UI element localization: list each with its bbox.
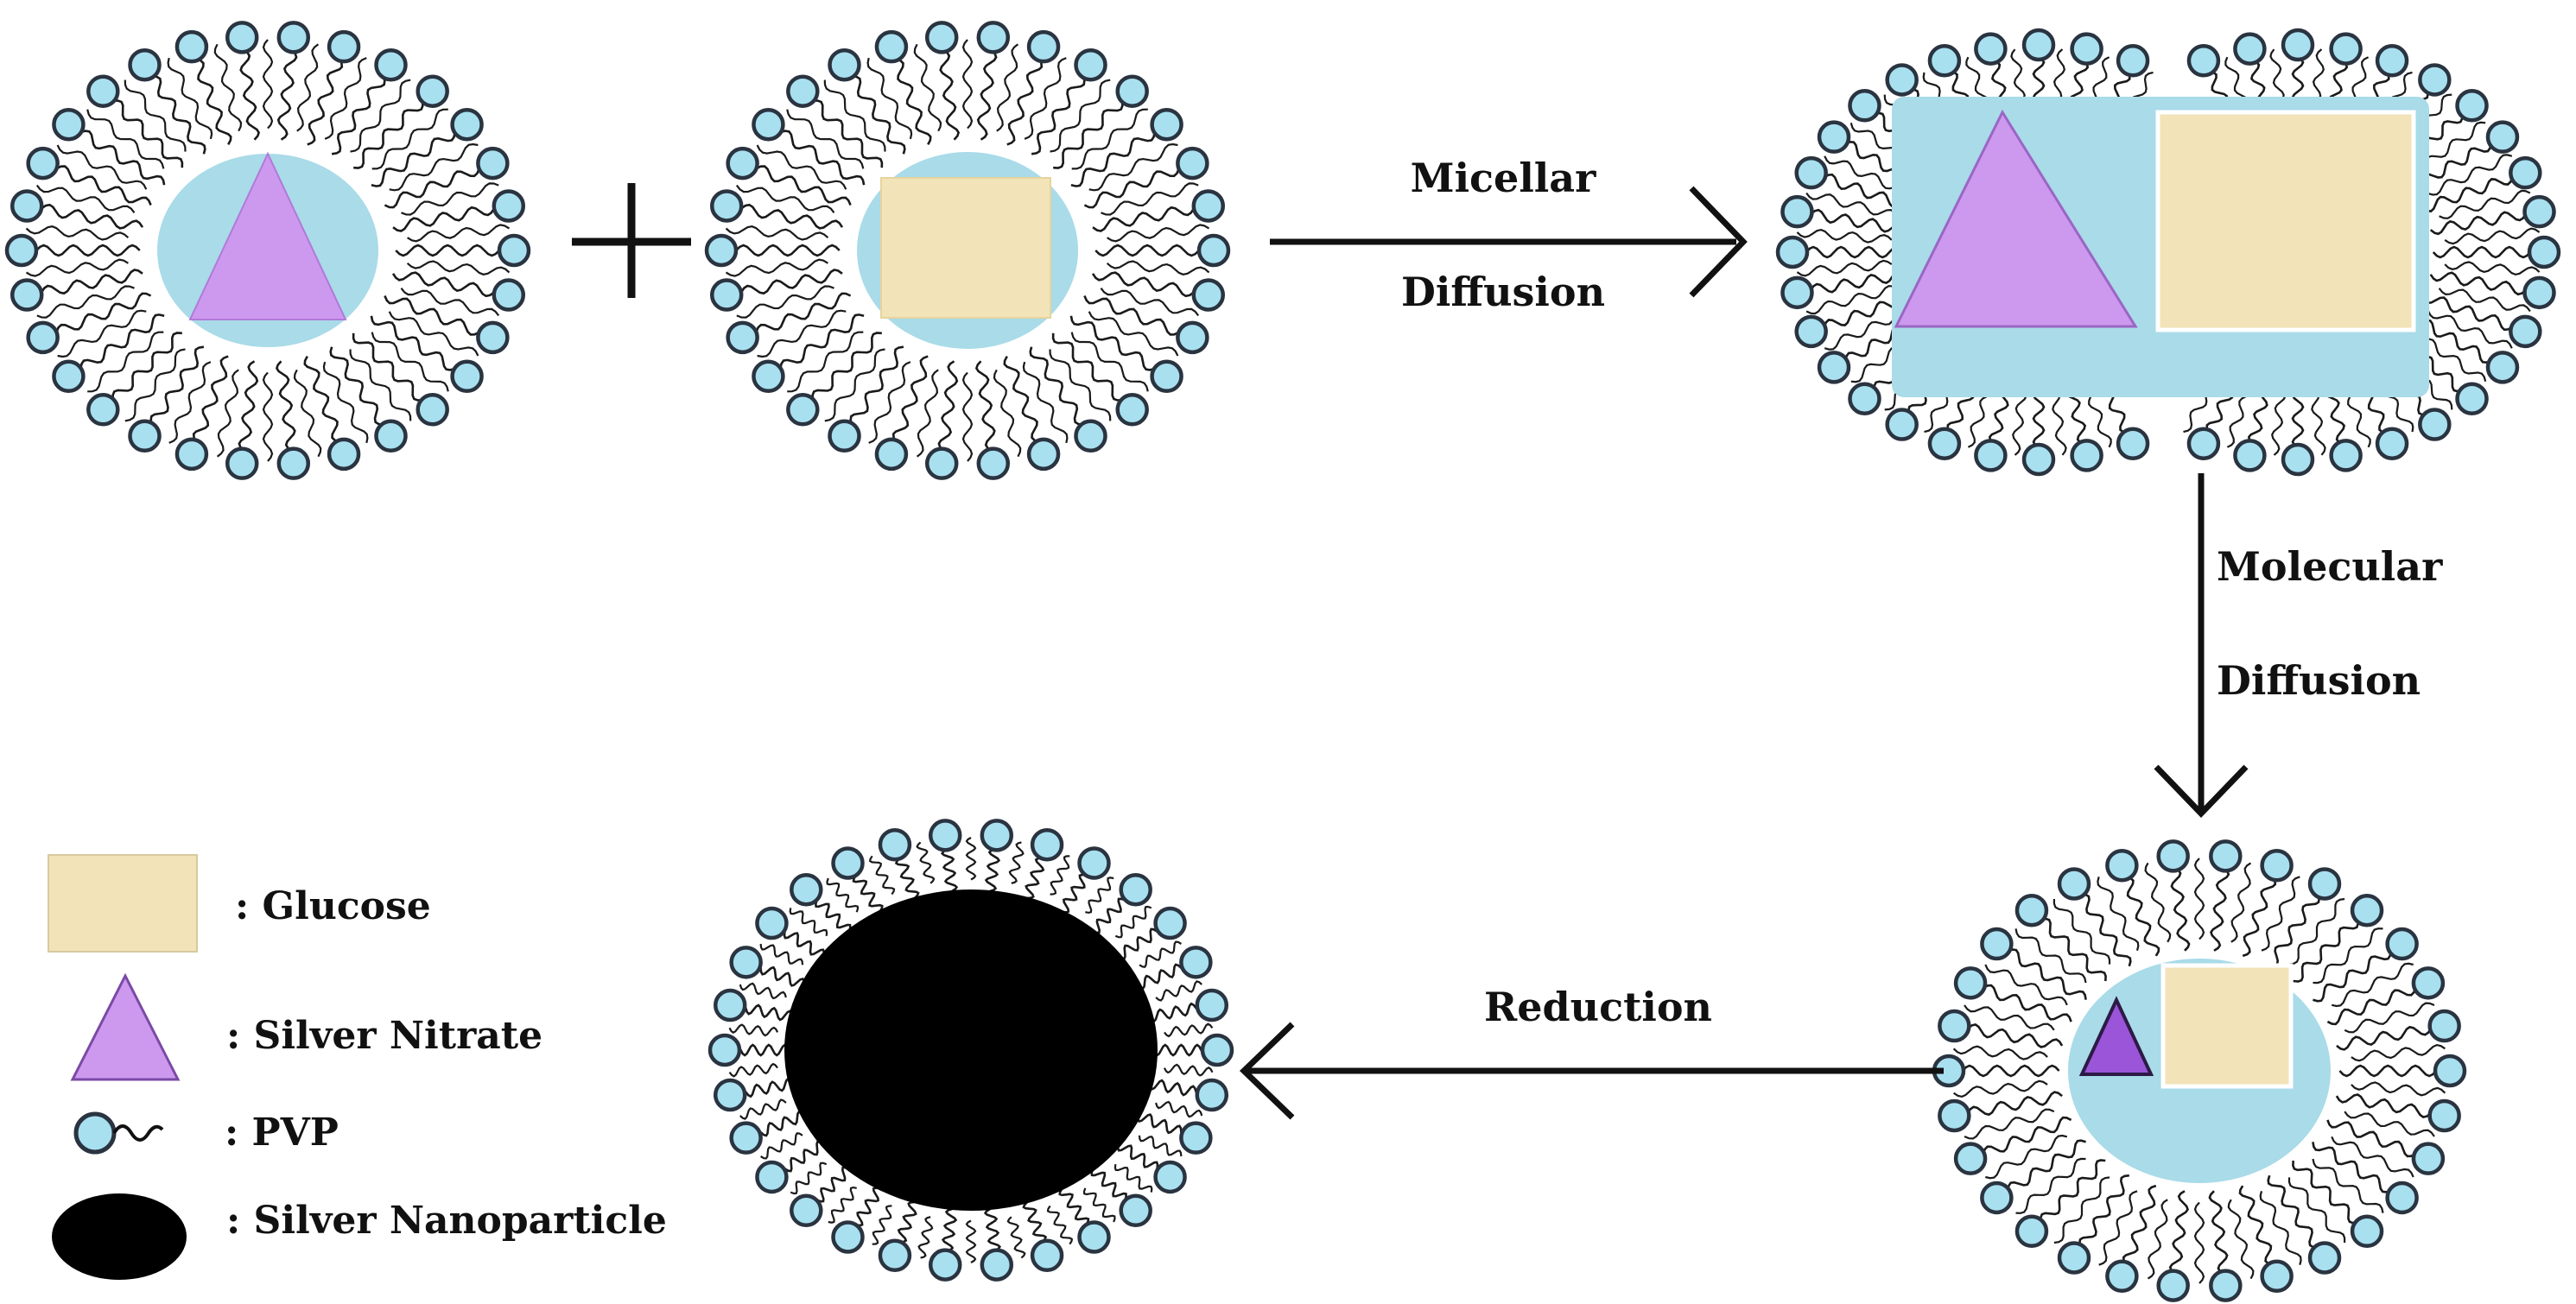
arrow-left-icon [1239, 1022, 1944, 1120]
legend-silver-nitrate-text: : Silver Nitrate [226, 1014, 542, 1058]
pvp-icon [73, 1111, 164, 1155]
legend-pvp-text: : PVP [225, 1111, 339, 1155]
legend-silver-nanoparticle-text: : Silver Nanoparticle [226, 1199, 667, 1243]
arrow-right-icon [1270, 186, 1748, 298]
label-diffusion-2: Diffusion [2217, 657, 2421, 704]
legend-glucose-swatch [48, 854, 198, 953]
legend: : Glucose : Silver Nitrate : PVP : Silve… [48, 854, 667, 1280]
micelle-glucose [704, 21, 1231, 480]
legend-silver-nitrate-swatch [70, 972, 181, 1081]
label-diffusion-1: Diffusion [1401, 269, 1605, 315]
label-micellar: Micellar [1411, 155, 1596, 201]
micelle-silver-nanoparticle [707, 819, 1234, 1282]
legend-silver-nanoparticle-swatch [52, 1193, 187, 1280]
micelle-reactants [1932, 839, 2467, 1302]
label-molecular: Molecular [2217, 543, 2443, 590]
legend-glucose-text: : Glucose [235, 884, 431, 928]
plus-icon [572, 183, 691, 298]
label-reduction: Reduction [1484, 984, 1712, 1030]
micelle-silver-nitrate [4, 21, 531, 480]
micelle-merged [1775, 28, 2561, 477]
arrow-down-icon [2154, 473, 2249, 819]
